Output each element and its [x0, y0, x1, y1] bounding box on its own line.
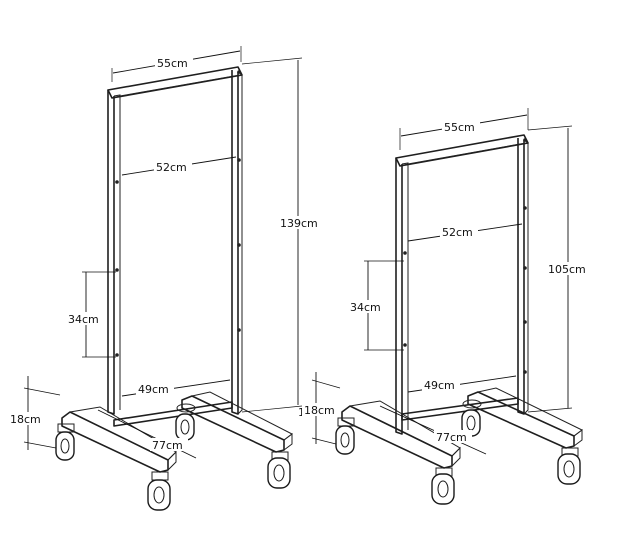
tall-dim-height [241, 57, 303, 413]
tall-label-height: 139cm [280, 217, 318, 230]
short-label-base-depth: 77cm [436, 431, 467, 444]
short-label-foot-height: 18cm [304, 404, 335, 417]
tall-rack-right-upright [231, 70, 243, 415]
tall-rack-top-bar [107, 66, 243, 99]
tall-rack-rear-foot [181, 391, 293, 453]
short-label-inner-width: 52cm [442, 226, 473, 239]
tall-rack-hook-holes [115, 70, 241, 357]
short-label-height: 105cm [548, 263, 586, 276]
short-rack-bottom-crossbar [401, 397, 519, 421]
short-rack-rear-foot [467, 387, 583, 449]
tall-rack-caster-front-left [55, 423, 75, 461]
tall-label-top-width: 55cm [157, 57, 188, 70]
short-rack-caster-front-left [335, 417, 355, 455]
short-rack [311, 108, 583, 505]
short-label-top-width: 55cm [444, 121, 475, 134]
tall-label-foot-height: 18cm [10, 413, 41, 426]
tall-rack-bottom-crossbar [113, 401, 233, 427]
short-rack-left-upright [395, 158, 409, 435]
tall-label-inner-width: 52cm [156, 161, 187, 174]
short-rack-caster-rear-right [557, 447, 581, 485]
short-rack-top-bar [395, 134, 529, 167]
tall-rack-caster-rear-left [175, 403, 196, 441]
short-rack-hook-holes [403, 138, 527, 374]
tall-label-base-inner: 49cm [138, 383, 169, 396]
tall-rack-caster-rear-right [267, 451, 291, 489]
tall-rack-left-upright [107, 90, 121, 415]
tall-label-hook-spacing: 34cm [68, 313, 99, 326]
tall-rack [23, 46, 303, 511]
short-rack-right-upright [517, 138, 529, 415]
tall-label-base-depth: 77cm [152, 439, 183, 452]
short-label-hook-spacing: 34cm [350, 301, 381, 314]
tall-rack-caster-front-right [147, 471, 171, 511]
short-label-base-inner: 49cm [424, 379, 455, 392]
short-dim-base-depth [379, 405, 487, 455]
short-rack-caster-front-right [431, 467, 455, 505]
